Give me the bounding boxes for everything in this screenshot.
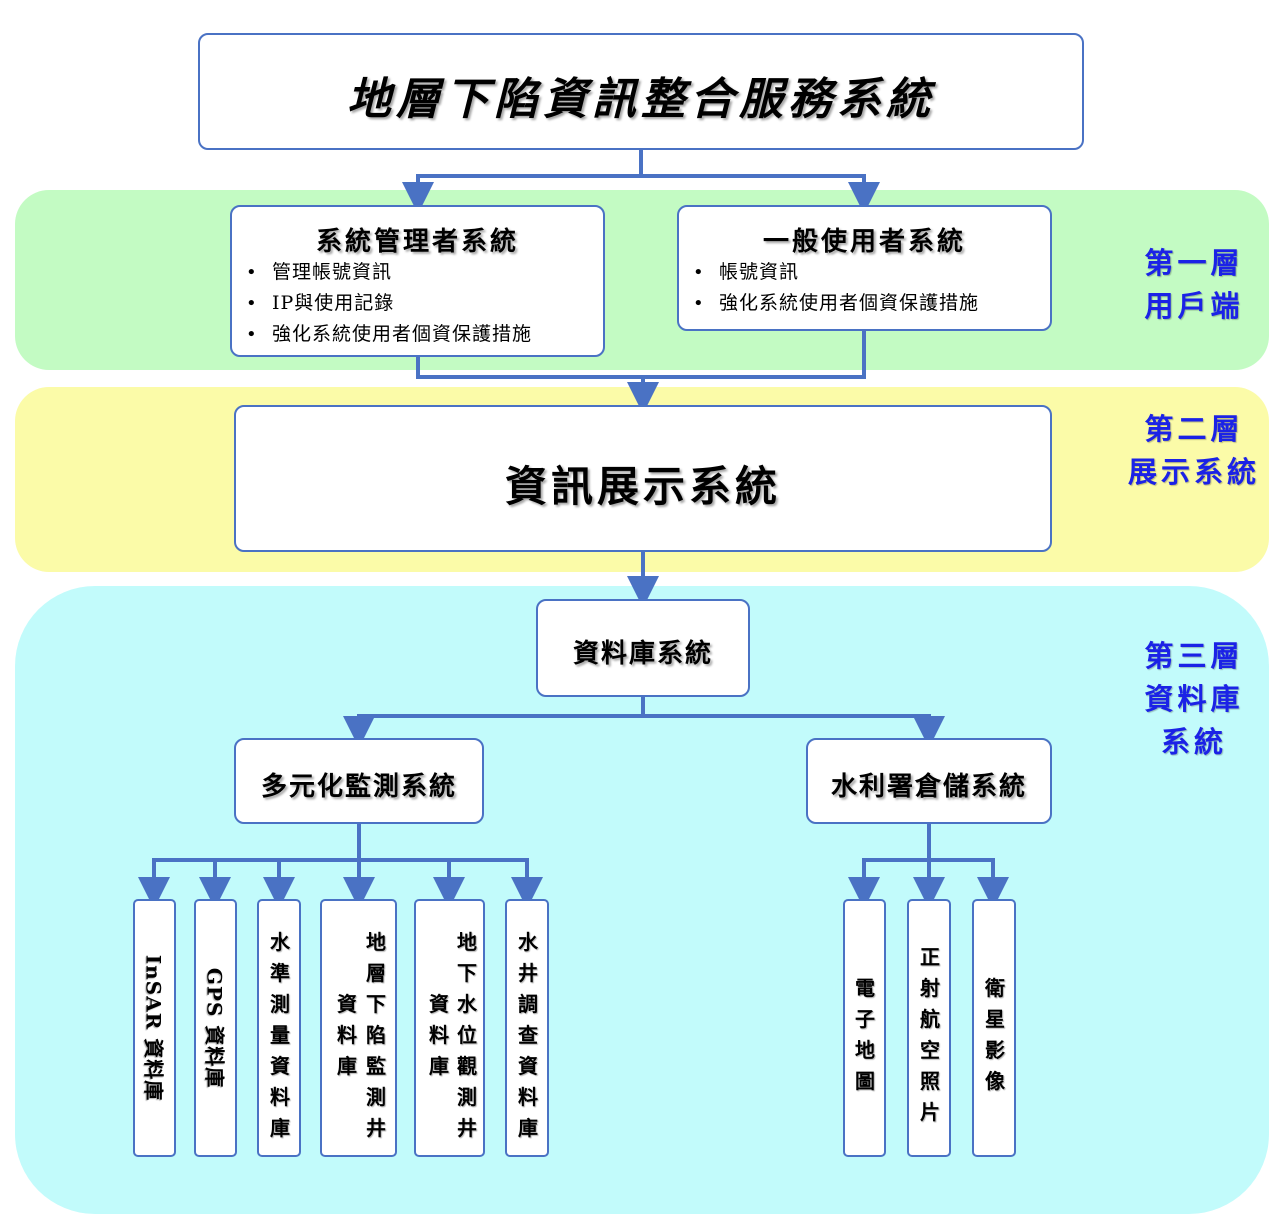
electronic-map-label: 電子地圖 (855, 976, 875, 1093)
monitoring-system-title: 多元化監測系統 (260, 772, 457, 802)
layer1-label: 第一層 用戶端 (1120, 242, 1268, 328)
main-system-title: 地層下陷資訊整合服務系統 (347, 74, 935, 125)
layer3-label-line2: 資料庫 (1144, 682, 1244, 716)
insar-db-label: InSAR 資料庫 (141, 954, 165, 1102)
list-item: 強化系統使用者個資保護措施 (689, 288, 979, 319)
layer2-label: 第二層 展示系統 (1120, 408, 1268, 494)
groundwater-well-db-box: 地下水位觀測井 資料庫 (414, 899, 485, 1157)
groundwater-well-label: 地下水位觀測井 (457, 930, 477, 1140)
warehouse-system-box: 水利署倉儲系統 (806, 738, 1052, 824)
layer1-label-line1: 第一層 (1144, 246, 1244, 280)
layer3-label-line1: 第三層 (1144, 639, 1244, 673)
gps-db-box: GPS 資料庫 (194, 899, 237, 1157)
groundwater-db-label: 資料庫 (429, 992, 449, 1078)
main-system-box: 地層下陷資訊整合服務系統 (198, 33, 1084, 150)
monitoring-system-box: 多元化監測系統 (234, 738, 484, 824)
well-survey-db-label: 水井調查資料庫 (518, 930, 538, 1140)
orthophoto-box: 正射航空照片 (907, 899, 951, 1157)
subsidence-db-label: 資料庫 (337, 992, 357, 1078)
layer2-label-line2: 展示系統 (1127, 455, 1260, 489)
layer3-label: 第三層 資料庫 系統 (1120, 635, 1268, 764)
database-system-title: 資料庫系統 (572, 639, 713, 669)
database-system-box: 資料庫系統 (536, 599, 750, 697)
admin-feature-list: 管理帳號資訊 IP與使用記錄 強化系統使用者個資保護措施 (242, 257, 532, 350)
warehouse-system-title: 水利署倉儲系統 (830, 772, 1027, 802)
layer1-label-line2: 用戶端 (1144, 289, 1244, 323)
list-item: 管理帳號資訊 (242, 257, 532, 288)
admin-system-title: 系統管理者系統 (315, 227, 519, 257)
layer3-label-line3: 系統 (1160, 725, 1227, 759)
layer2-label-line1: 第二層 (1144, 412, 1244, 446)
electronic-map-box: 電子地圖 (843, 899, 886, 1157)
display-system-title: 資訊展示系統 (504, 462, 781, 511)
satellite-image-label: 衛星影像 (985, 976, 1005, 1093)
satellite-image-box: 衛星影像 (972, 899, 1016, 1157)
user-feature-list: 帳號資訊 強化系統使用者個資保護措施 (689, 257, 979, 319)
orthophoto-label: 正射航空照片 (920, 945, 940, 1124)
list-item: 強化系統使用者個資保護措施 (242, 319, 532, 350)
layer1-band (15, 190, 1269, 370)
list-item: 帳號資訊 (689, 257, 979, 288)
gps-db-label: GPS 資料庫 (202, 967, 226, 1089)
display-system-box: 資訊展示系統 (234, 405, 1052, 552)
well-survey-db-box: 水井調查資料庫 (505, 899, 549, 1157)
admin-system-box: 系統管理者系統 管理帳號資訊 IP與使用記錄 強化系統使用者個資保護措施 (230, 205, 605, 357)
insar-db-box: InSAR 資料庫 (133, 899, 176, 1157)
subsidence-well-label: 地層下陷監測井 (366, 930, 386, 1140)
subsidence-well-db-box: 地層下陷監測井 資料庫 (320, 899, 397, 1157)
list-item: IP與使用記錄 (242, 288, 532, 319)
user-system-box: 一般使用者系統 帳號資訊 強化系統使用者個資保護措施 (677, 205, 1052, 331)
user-system-title: 一般使用者系統 (762, 227, 966, 257)
leveling-db-label: 水準測量資料庫 (270, 930, 290, 1140)
leveling-db-box: 水準測量資料庫 (257, 899, 301, 1157)
